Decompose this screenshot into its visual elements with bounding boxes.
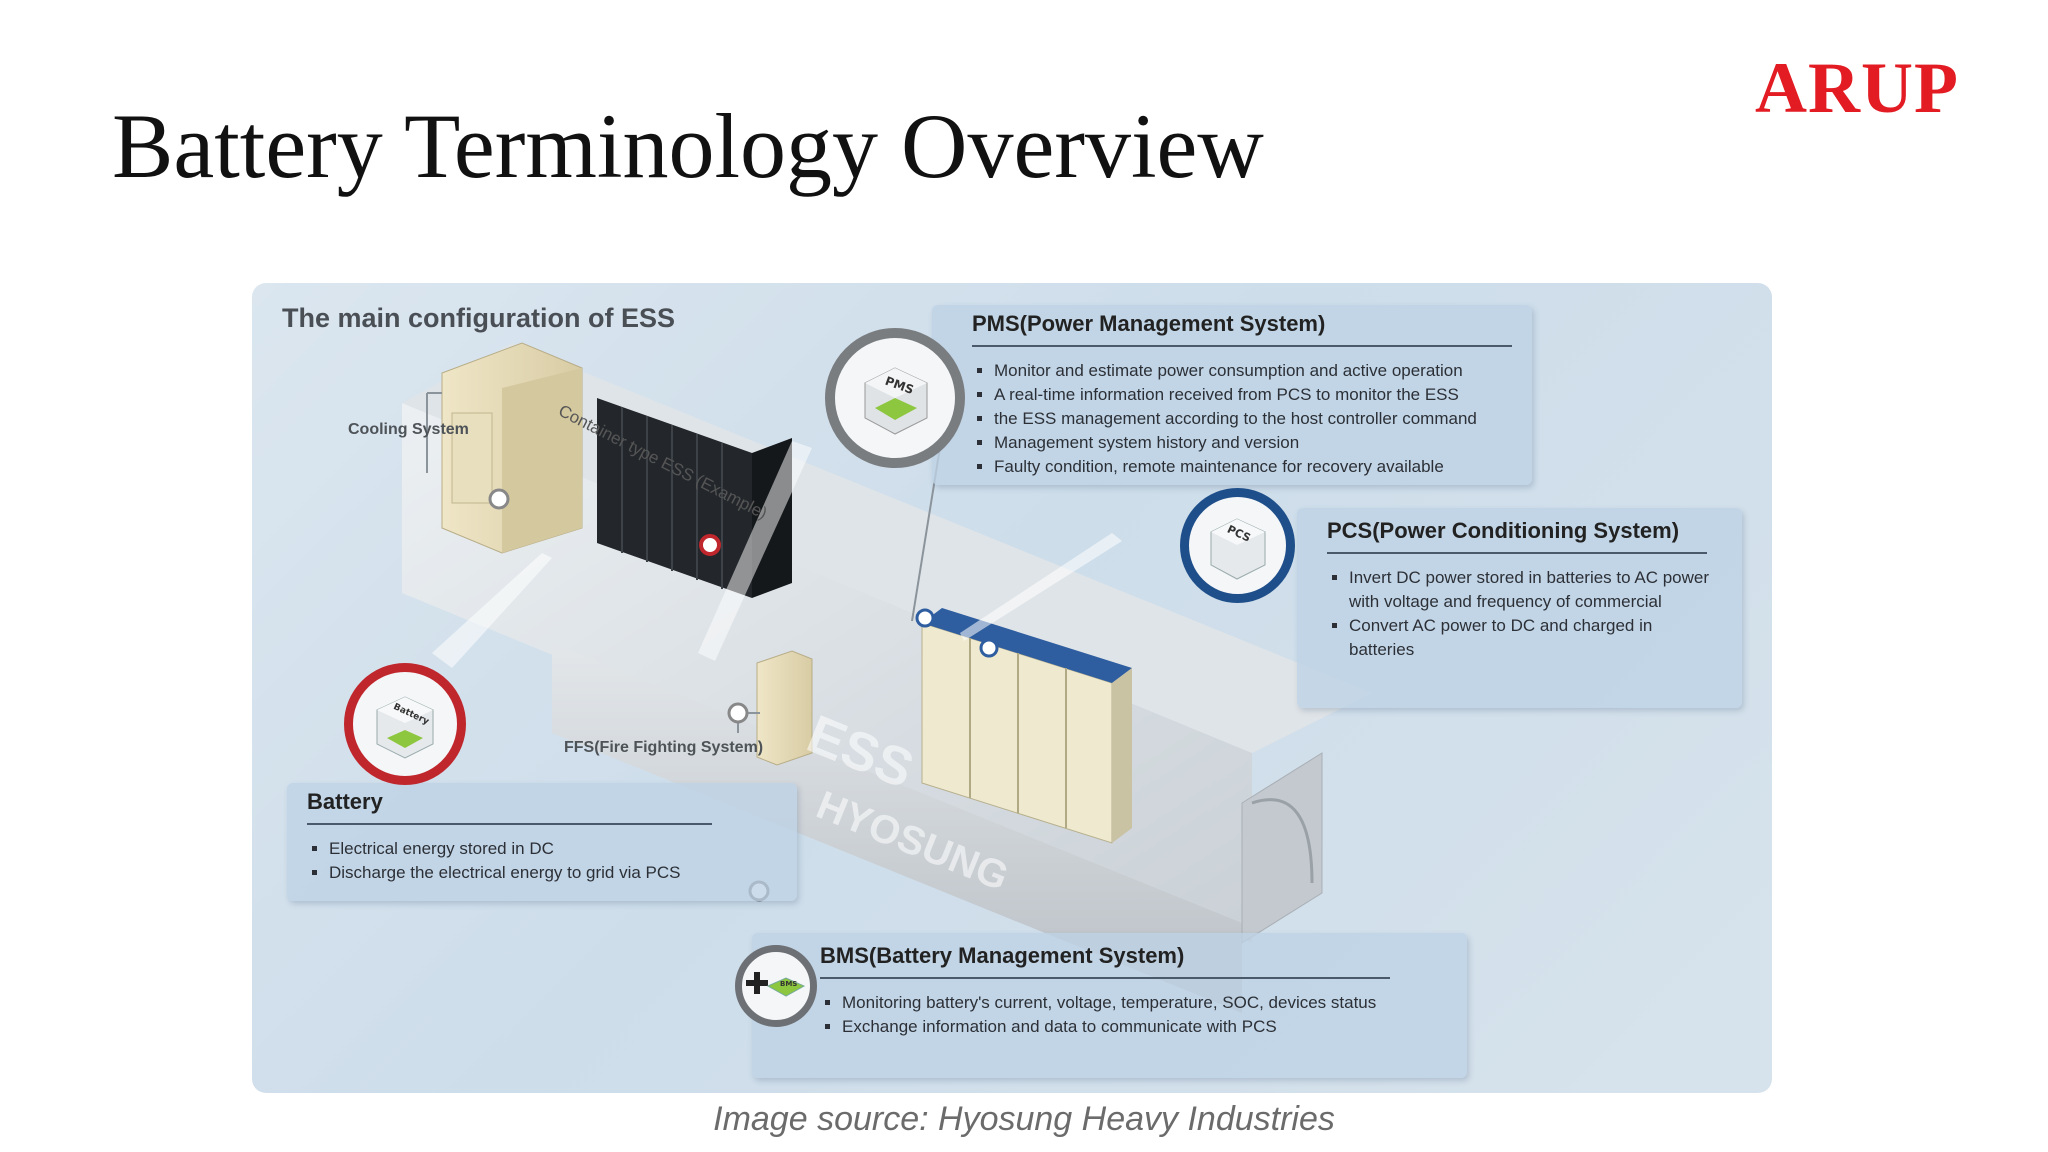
pcs-panel: PCS(Power Conditioning System) Invert DC… (1297, 508, 1742, 708)
bms-title: BMS(Battery Management System) (820, 943, 1390, 979)
pms-title: PMS(Power Management System) (972, 311, 1512, 347)
battery-item: Electrical energy stored in DC (329, 837, 797, 861)
bms-list: Monitoring battery's current, voltage, t… (820, 991, 1402, 1039)
ffs-label: FFS(Fire Fighting System) (564, 739, 764, 756)
battery-title: Battery (307, 789, 712, 825)
pms-item: Monitor and estimate power consumption a… (994, 359, 1532, 383)
ess-container-illustration (402, 342, 1372, 1013)
ess-diagram: The main configuration of ESS Container … (252, 283, 1772, 1093)
bms-item: Monitoring battery's current, voltage, t… (842, 991, 1402, 1015)
pms-item: A real-time information received from PC… (994, 383, 1532, 407)
pms-item: Management system history and version (994, 431, 1532, 455)
pcs-list: Invert DC power stored in batteries to A… (1327, 566, 1709, 662)
battery-list: Electrical energy stored in DC Discharge… (307, 837, 797, 885)
pcs-title: PCS(Power Conditioning System) (1327, 518, 1707, 554)
battery-panel: Battery Electrical energy stored in DC D… (287, 783, 797, 901)
slide-title: Battery Terminology Overview (112, 95, 1264, 197)
pms-callout-icon: PMS (825, 328, 965, 468)
bms-callout-icon: BMS (735, 945, 817, 1027)
pcs-item: Convert AC power to DC and charged in ba… (1349, 614, 1709, 662)
bms-icon-text: BMS (780, 980, 797, 988)
cooling-system-label: Cooling System (348, 421, 469, 438)
pms-item: Faulty condition, remote maintenance for… (994, 455, 1532, 479)
battery-callout-icon: Battery (344, 663, 466, 785)
pms-panel: PMS(Power Management System) Monitor and… (932, 305, 1532, 485)
pcs-callout-icon: PCS (1180, 488, 1295, 603)
battery-item: Discharge the electrical energy to grid … (329, 861, 797, 885)
pms-item: the ESS management according to the host… (994, 407, 1532, 431)
bms-panel: BMS(Battery Management System) Monitorin… (752, 933, 1467, 1078)
pms-list: Monitor and estimate power consumption a… (972, 359, 1532, 479)
pcs-item: Invert DC power stored in batteries to A… (1349, 566, 1709, 614)
bms-item: Exchange information and data to communi… (842, 1015, 1402, 1039)
arup-logo: ARUP (1755, 48, 1959, 128)
image-source-caption: Image source: Hyosung Heavy Industries (713, 1100, 1335, 1138)
diagram-title: The main configuration of ESS (282, 303, 676, 333)
